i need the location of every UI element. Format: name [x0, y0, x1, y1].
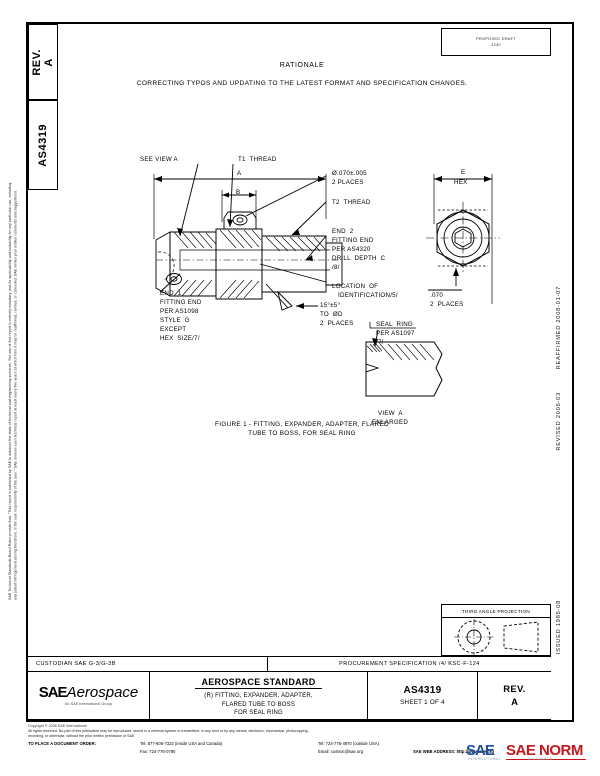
procurement-spec-cell: PROCUREMENT SPECIFICATION /4/ KSC-F-124 [339, 661, 480, 667]
label-hex: HEX [454, 179, 468, 186]
label-t2-thread: T2 THREAD [332, 199, 371, 206]
standard-title-cell: AEROSPACE STANDARD (R) FITTING, EXPANDER… [150, 672, 368, 719]
custodian-row: CUSTODIAN SAE G-3/G-3B PROCUREMENT SPECI… [28, 656, 551, 672]
copyright-line: Copyright © 2008 SAE International [28, 724, 87, 728]
label-t1-thread: T1 THREAD [238, 156, 277, 163]
label-end1-line1: END 1 [160, 290, 182, 297]
label-dia-070-places: 2 PLACES [332, 179, 364, 186]
third-angle-projection-box: THIRD ANGLE PROJECTION [441, 604, 551, 656]
label-end1-line2: FITTING END [160, 299, 202, 306]
figure-1-drawing: SEE VIEW A T1 THREAD A B Ø.070±.005 2 PL… [30, 24, 548, 620]
draft-stamp-box: PROPOSED DRAFT 4230 [441, 28, 551, 56]
custodian-cell: CUSTODIAN SAE G-3/G-3B [28, 657, 268, 671]
label-end1-line6: HEX SIZE/7/ [160, 335, 200, 342]
fitting-drawing-svg [153, 163, 500, 397]
sae-aerospace-logo: SAEAerospace An SAE International Group [28, 672, 150, 719]
watermark-norm-text: SAE NORM [506, 742, 583, 759]
document-number-tab: AS4319 [28, 100, 58, 190]
label-hex-dim-e: E [461, 169, 466, 176]
document-number: AS4319 [403, 685, 442, 696]
sae-logo-subtitle: An SAE International Group [65, 702, 112, 706]
order-label: TO PLACE A DOCUMENT ORDER: [28, 741, 97, 746]
standard-subtitle-line-2: FLARED TUBE TO BOSS [221, 701, 296, 708]
document-number-cell: AS4319 SHEET 1 OF 4 [368, 672, 478, 719]
standard-heading: AEROSPACE STANDARD [195, 677, 322, 689]
label-location-line2: IDENTIFICATION/5/ [338, 292, 398, 299]
email-address: Email: custsvc@sae.org [318, 749, 363, 754]
label-angle-line2: TO ØD [320, 311, 343, 318]
web-address: SAE WEB ADDRESS: http://www.sae.org [413, 749, 494, 754]
label-end2-line3: PER AS4320 [332, 246, 371, 253]
label-end2-line1: END 2 [332, 228, 354, 235]
label-see-view-a: SEE VIEW A [140, 156, 178, 163]
reaffirmed-date: REAFFIRMED 2008-01-07 [556, 286, 562, 370]
label-dia-070: Ø.070±.005 [332, 170, 367, 177]
drawing-frame [26, 22, 574, 722]
label-end1-line3: PER AS1098 [160, 308, 199, 315]
dim-label-a: A [237, 170, 242, 177]
label-seal-line1: SEAL RING [376, 321, 413, 328]
label-location-line1: LOCATION OF [332, 283, 379, 290]
tel-outside-usa: Tel: 724-776-4970 (outside USA) [318, 741, 379, 746]
label-seal-line2: PER AS1097 [376, 330, 415, 337]
label-seal-line3: /7/ [376, 339, 384, 346]
standard-subtitle-line-3: FOR SEAL RING [234, 710, 283, 716]
label-right-070: .070 [430, 292, 444, 299]
label-end2-line2: FITTING END [332, 237, 374, 244]
revision-label: REV. [503, 683, 526, 695]
projection-symbol [454, 619, 539, 655]
dim-label-b: B [236, 189, 241, 196]
sae-norm-watermark: SAE SAE NORM INTERNATIONAL STANDARDS [466, 742, 588, 768]
watermark-sae-text: SAE [466, 742, 495, 759]
projection-label: THIRD ANGLE PROJECTION [442, 605, 550, 618]
revision-cell: REV. A [478, 672, 551, 719]
label-angle-line1: 15°±5° [320, 302, 341, 309]
rights-line-1: All rights reserved. No part of this pub… [28, 728, 309, 733]
revision-tab: REV. A [28, 24, 58, 100]
legal-line-1: SAE Technical Standards Board Rules prov… [8, 308, 12, 600]
title-block: SAEAerospace An SAE International Group … [28, 672, 551, 720]
draft-stamp-line-2: 4230 [491, 42, 501, 47]
issued-date: ISSUED 1985-08 [556, 600, 562, 655]
rationale-body: CORRECTING TYPOS AND UPDATING TO THE LAT… [136, 80, 468, 87]
sae-logo-text: SAE [38, 684, 68, 701]
legal-disclaimer-strip: SAE Technical Standards Board Rules prov… [8, 180, 24, 600]
rights-line-2: recording, or otherwise, without the pri… [28, 733, 136, 738]
label-view-a-line2: ENLARGED [372, 419, 409, 426]
rationale-title: RATIONALE [279, 62, 325, 69]
legal-line-3: SAE reviews each technical report at lea… [13, 189, 18, 469]
watermark-sub-2: STANDARDS [528, 757, 553, 761]
contact-table: TO PLACE A DOCUMENT ORDER: Tel: 877-606-… [28, 741, 573, 761]
label-end1-line4: STYLE G [160, 317, 190, 324]
watermark-bar [506, 759, 586, 760]
label-angle-line3: 2 PLACES [320, 320, 354, 327]
watermark-sub-1: INTERNATIONAL [468, 757, 502, 761]
label-right-070-places: 2 PLACES [430, 301, 464, 308]
figure-caption-line-1: FIGURE 1 - FITTING, EXPANDER, ADAPTER, F… [215, 421, 389, 428]
label-view-a-line1: VIEW A [378, 410, 403, 417]
revision-value: A [511, 696, 518, 708]
tel-inside-usa: Tel: 877-606-7323 (inside USA and Canada… [140, 741, 223, 746]
standard-subtitle-line-1: (R) FITTING, EXPANDER, ADAPTER, [204, 693, 313, 699]
figure-caption-line-2: TUBE TO BOSS, FOR SEAL RING [248, 430, 356, 437]
footer: Copyright © 2008 SAE International All r… [28, 724, 573, 761]
draft-stamp-line-1: PROPOSED DRAFT [476, 36, 516, 41]
sheet-number: SHEET 1 OF 4 [400, 699, 445, 706]
fax-number: Fax: 724-776-0790 [140, 749, 176, 754]
label-end2-line4: DRILL DEPTH C [332, 255, 386, 262]
label-end2-line5: /8/ [332, 264, 340, 271]
aerospace-logo-text: Aerospace [66, 684, 139, 701]
label-end1-line5: EXCEPT [160, 326, 187, 333]
